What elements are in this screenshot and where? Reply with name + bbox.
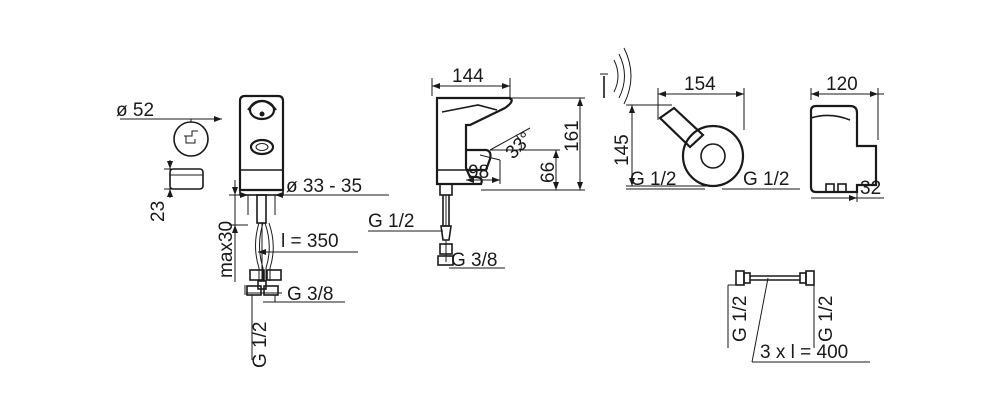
dimension-g12-hose-left: G 1/2 <box>730 296 751 342</box>
dimension-g12-left: G 1/2 <box>630 169 676 190</box>
dimension-w144: 144 <box>452 66 484 87</box>
dimension-hose-length: 3 x l = 400 <box>760 342 848 363</box>
side-view: 144 161 66 33° 98 <box>368 66 585 271</box>
dimension-g38-side: G 3/8 <box>451 250 497 271</box>
dimension-dia33-35: ø 33 - 35 <box>286 176 362 197</box>
dimension-g12-side: G 1/2 <box>368 211 414 232</box>
dimension-a33: 33° <box>502 128 537 163</box>
dimension-l350: l = 350 <box>281 231 339 252</box>
dimension-h23: 23 <box>148 201 169 222</box>
dimension-w154: 154 <box>684 74 716 95</box>
dimension-d32: 32 <box>860 178 881 199</box>
dimension-d98: 98 <box>468 162 489 183</box>
dimension-h66: 66 <box>538 162 559 183</box>
dimension-g38: G 3/8 <box>287 284 333 305</box>
mixer-unit-view: 154 145 G 1/2 G 1/2 <box>600 47 800 190</box>
dimension-dia52: ø 52 <box>116 100 154 121</box>
dimension-h161: 161 <box>562 120 583 152</box>
dimension-g12-hose-right: G 1/2 <box>816 296 837 342</box>
dimension-h145: 145 <box>612 134 633 166</box>
hose-set-view: G 1/2 G 1/2 3 x l = 400 <box>727 270 870 363</box>
dimension-g12: G 1/2 <box>250 322 271 368</box>
dimension-g12-right: G 1/2 <box>743 169 789 190</box>
dimension-w120: 120 <box>826 74 858 95</box>
mixer-unit-side-view: 120 32 <box>809 74 884 202</box>
dimension-max30: max30 <box>216 221 237 278</box>
front-view: ø 52 23 ø 33 - 35 max30 <box>116 94 389 368</box>
